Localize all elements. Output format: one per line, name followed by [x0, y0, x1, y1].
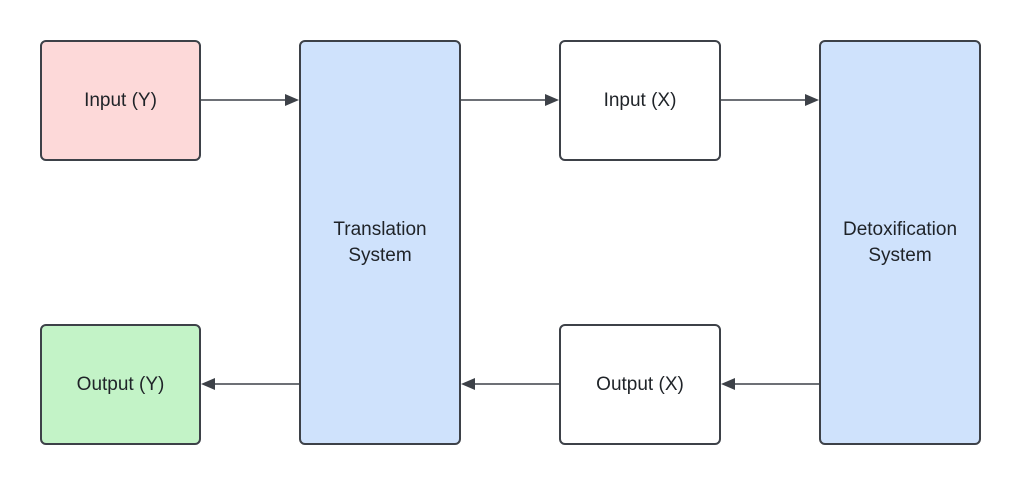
- node-detoxification-system: Detoxification System: [819, 40, 981, 445]
- node-input-x-label: Input (X): [603, 89, 677, 111]
- edge-input-x-to-detoxification-system: [721, 94, 819, 106]
- node-output-y-label: Output (Y): [76, 373, 165, 395]
- edge-output-x-to-translation-system: [461, 378, 559, 390]
- node-output-y: Output (Y): [40, 324, 201, 445]
- node-detoxification-system-label: Detoxification System: [842, 218, 958, 266]
- node-input-x: Input (X): [559, 40, 721, 161]
- edge-translation-system-to-output-y: [201, 378, 299, 390]
- edge-detoxification-system-to-output-x: [721, 378, 819, 390]
- edge-input-y-to-translation-system: [201, 94, 299, 106]
- node-output-x: Output (X): [559, 324, 721, 445]
- node-translation-system: Translation System: [299, 40, 461, 445]
- node-input-y-label: Input (Y): [84, 89, 157, 111]
- edge-translation-system-to-input-x: [461, 94, 559, 106]
- node-translation-system-label: Translation System: [333, 218, 427, 266]
- node-input-y: Input (Y): [40, 40, 201, 161]
- node-output-x-label: Output (X): [596, 373, 684, 395]
